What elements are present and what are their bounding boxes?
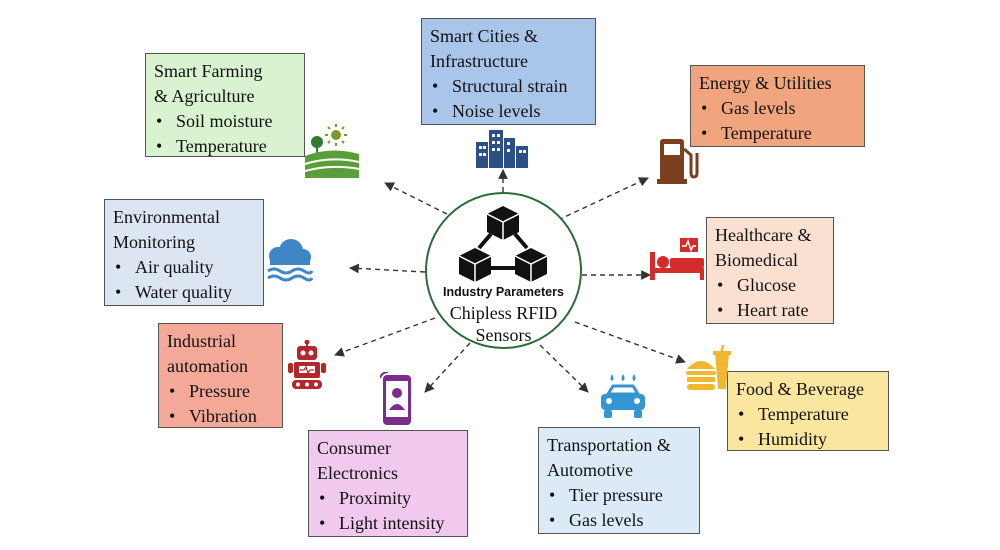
category-title: Energy & Utilities bbox=[699, 73, 832, 93]
parameter-item: Soil moisture bbox=[154, 109, 296, 134]
cubes-network-icon bbox=[458, 206, 548, 282]
parameter-item: Gas levels bbox=[547, 508, 691, 533]
parameter-item: Proximity bbox=[317, 486, 459, 511]
arrow-transport bbox=[539, 344, 589, 393]
parameter-list: Glucose Heart rate bbox=[715, 273, 825, 323]
farm-field-icon bbox=[304, 124, 360, 178]
arrow-consumer bbox=[424, 342, 471, 393]
parameter-item: Tier pressure bbox=[547, 483, 691, 508]
burger-drink-icon bbox=[686, 345, 731, 390]
parameter-list: Tier pressure Gas levels bbox=[547, 483, 691, 533]
parameter-list: Air quality Water quality bbox=[113, 255, 255, 305]
arrow-environment bbox=[349, 263, 426, 274]
robot-icon bbox=[288, 340, 326, 389]
cloud-water-icon bbox=[267, 239, 314, 282]
parameter-item: Temperature bbox=[154, 134, 296, 159]
parameter-item: Vibration bbox=[167, 404, 274, 429]
category-box-healthcare: Healthcare & Biomedical Glucose Heart ra… bbox=[706, 217, 834, 324]
city-buildings-icon bbox=[476, 130, 528, 168]
parameter-item: Noise levels bbox=[430, 99, 587, 124]
parameter-item: Gas levels bbox=[699, 96, 856, 121]
category-box-energy: Energy & Utilities Gas levels Temperatur… bbox=[690, 65, 865, 147]
category-box-farming: Smart Farming & Agriculture Soil moistur… bbox=[145, 53, 305, 159]
category-title: Consumer Electronics bbox=[317, 438, 398, 483]
category-title: Healthcare & Biomedical bbox=[715, 225, 812, 270]
arrow-industrial bbox=[334, 317, 436, 357]
category-title: Smart Cities & Infrastructure bbox=[430, 26, 538, 71]
central-hub: Industry Parameters Chipless RFID Sensor… bbox=[425, 192, 582, 349]
parameter-list: Proximity Light intensity bbox=[317, 486, 459, 536]
parameter-item: Heart rate bbox=[715, 298, 825, 323]
category-title: Food & Beverage bbox=[736, 379, 864, 399]
smartphone-icon bbox=[380, 372, 411, 425]
parameter-item: Pressure bbox=[167, 379, 274, 404]
parameter-item: Light intensity bbox=[317, 511, 459, 536]
parameter-item: Humidity bbox=[736, 427, 880, 452]
parameter-list: Gas levels Temperature bbox=[699, 96, 856, 146]
category-title: Industrial automation bbox=[167, 331, 248, 376]
parameter-item: Water quality bbox=[113, 280, 255, 305]
arrow-energy bbox=[557, 177, 649, 221]
category-box-cities: Smart Cities & Infrastructure Structural… bbox=[421, 18, 596, 125]
parameter-item: Glucose bbox=[715, 273, 825, 298]
category-box-food: Food & Beverage Temperature Humidity bbox=[727, 371, 889, 452]
parameter-item: Air quality bbox=[113, 255, 255, 280]
category-box-environment: Environmental Monitoring Air quality Wat… bbox=[104, 199, 264, 306]
parameter-item: Structural strain bbox=[430, 74, 587, 99]
category-title: Environmental Monitoring bbox=[113, 207, 220, 252]
category-title: Smart Farming & Agriculture bbox=[154, 61, 263, 106]
arrow-food bbox=[574, 321, 686, 364]
category-box-consumer: Consumer Electronics Proximity Light int… bbox=[308, 430, 468, 537]
category-box-industrial: Industrial automation Pressure Vibration bbox=[158, 323, 283, 429]
parameter-list: Structural strain Noise levels bbox=[430, 74, 587, 124]
hub-tag: Industry Parameters bbox=[443, 285, 564, 299]
arrow-farming bbox=[384, 182, 456, 219]
parameter-list: Temperature Humidity bbox=[736, 402, 880, 452]
parameter-item: Temperature bbox=[736, 402, 880, 427]
hub-label: Chipless RFID Sensors bbox=[449, 303, 558, 345]
category-title: Transportation & Automotive bbox=[547, 435, 671, 480]
fuel-pump-icon bbox=[657, 139, 699, 184]
parameter-list: Soil moisture Temperature bbox=[154, 109, 296, 159]
car-icon bbox=[601, 374, 645, 418]
hospital-bed-icon bbox=[650, 238, 704, 280]
parameter-list: Pressure Vibration bbox=[167, 379, 274, 429]
category-box-transport: Transportation & Automotive Tier pressur… bbox=[538, 427, 700, 534]
parameter-item: Temperature bbox=[699, 121, 856, 146]
